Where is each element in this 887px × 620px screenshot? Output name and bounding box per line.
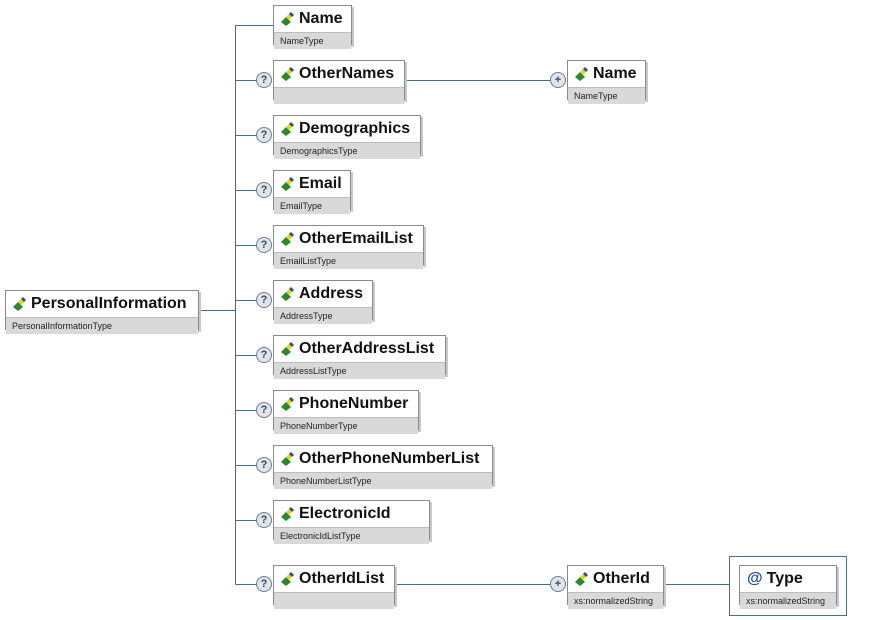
element-otheridlist[interactable]: OtherIdList [273,565,395,609]
element-diamond-icon [279,452,295,466]
element-otheremaillist[interactable]: OtherEmailList EmailListType [273,225,424,269]
attribute-at-icon: @ [747,570,763,587]
element-name: OtherId [593,570,650,587]
element-type: PersonalInformationType [6,317,198,334]
element-name: Name [299,10,343,27]
element-type [274,592,394,609]
element-type: DemographicsType [274,142,420,159]
optional-badge-icon: ? [256,576,272,592]
optional-badge-icon: ? [256,127,272,143]
optional-badge-icon: ? [256,292,272,308]
element-type: PhoneNumberType [274,417,418,434]
element-otheraddresslist[interactable]: OtherAddressList AddressListType [273,335,446,379]
element-type: NameType [274,32,351,49]
element-otherid[interactable]: OtherId xs:normalizedString [567,565,664,609]
element-name: OtherAddressList [299,340,435,357]
element-othernames-name[interactable]: Name NameType [567,60,646,104]
element-personalinformation[interactable]: PersonalInformation PersonalInformationT… [5,290,199,334]
element-name: PersonalInformation [31,295,187,312]
optional-badge-icon: ? [256,237,272,253]
element-diamond-icon [279,342,295,356]
element-name: OtherPhoneNumberList [299,450,480,467]
element-otherphonenumberlist[interactable]: OtherPhoneNumberList PhoneNumberListType [273,445,493,489]
element-name: OtherIdList [299,570,385,587]
element-address[interactable]: Address AddressType [273,280,373,324]
element-name: ElectronicId [299,505,391,522]
element-name: OtherNames [299,65,395,82]
element-electronicidlist[interactable]: ElectronicId ElectronicIdListType [273,500,430,544]
attribute-name: Type [766,570,803,587]
element-type: xs:normalizedString [568,592,663,609]
element-diamond-icon [279,177,295,191]
optional-badge-icon: ? [256,182,272,198]
optional-badge-icon: ? [256,347,272,363]
element-diamond-icon [279,507,295,521]
element-diamond-icon [573,67,589,81]
element-diamond-icon [279,122,295,136]
element-diamond-icon [279,232,295,246]
optional-badge-icon: ? [256,512,272,528]
element-type: AddressListType [274,362,445,379]
element-diamond-icon [279,12,295,26]
element-name-node[interactable]: Name NameType [273,5,352,49]
element-type: ElectronicIdListType [274,527,429,544]
optional-badge-icon: ? [256,72,272,88]
element-name: Demographics [299,120,411,137]
element-name: OtherEmailList [299,230,413,247]
element-diamond-icon [573,572,589,586]
repeating-badge-icon: + [550,576,566,592]
optional-badge-icon: ? [256,457,272,473]
element-diamond-icon [279,572,295,586]
element-name: Name [593,65,637,82]
element-email[interactable]: Email EmailType [273,170,351,214]
element-type [274,87,404,104]
element-type: NameType [568,87,645,104]
element-type: EmailListType [274,252,423,269]
element-type: AddressType [274,307,372,324]
element-diamond-icon [279,67,295,81]
element-diamond-icon [11,297,27,311]
element-type: PhoneNumberListType [274,472,492,489]
element-phonenumber[interactable]: PhoneNumber PhoneNumberType [273,390,419,434]
element-name: Address [299,285,364,302]
attribute-type[interactable]: @ Type xs:normalizedString [739,565,837,609]
optional-badge-icon: ? [256,402,272,418]
element-name: PhoneNumber [299,395,409,412]
element-diamond-icon [279,397,295,411]
element-type: EmailType [274,197,350,214]
element-othernames[interactable]: OtherNames [273,60,405,104]
element-demographics[interactable]: Demographics DemographicsType [273,115,421,159]
attribute-type-label: xs:normalizedString [740,592,836,609]
element-name: Email [299,175,342,192]
element-diamond-icon [279,287,295,301]
repeating-badge-icon: + [550,72,566,88]
